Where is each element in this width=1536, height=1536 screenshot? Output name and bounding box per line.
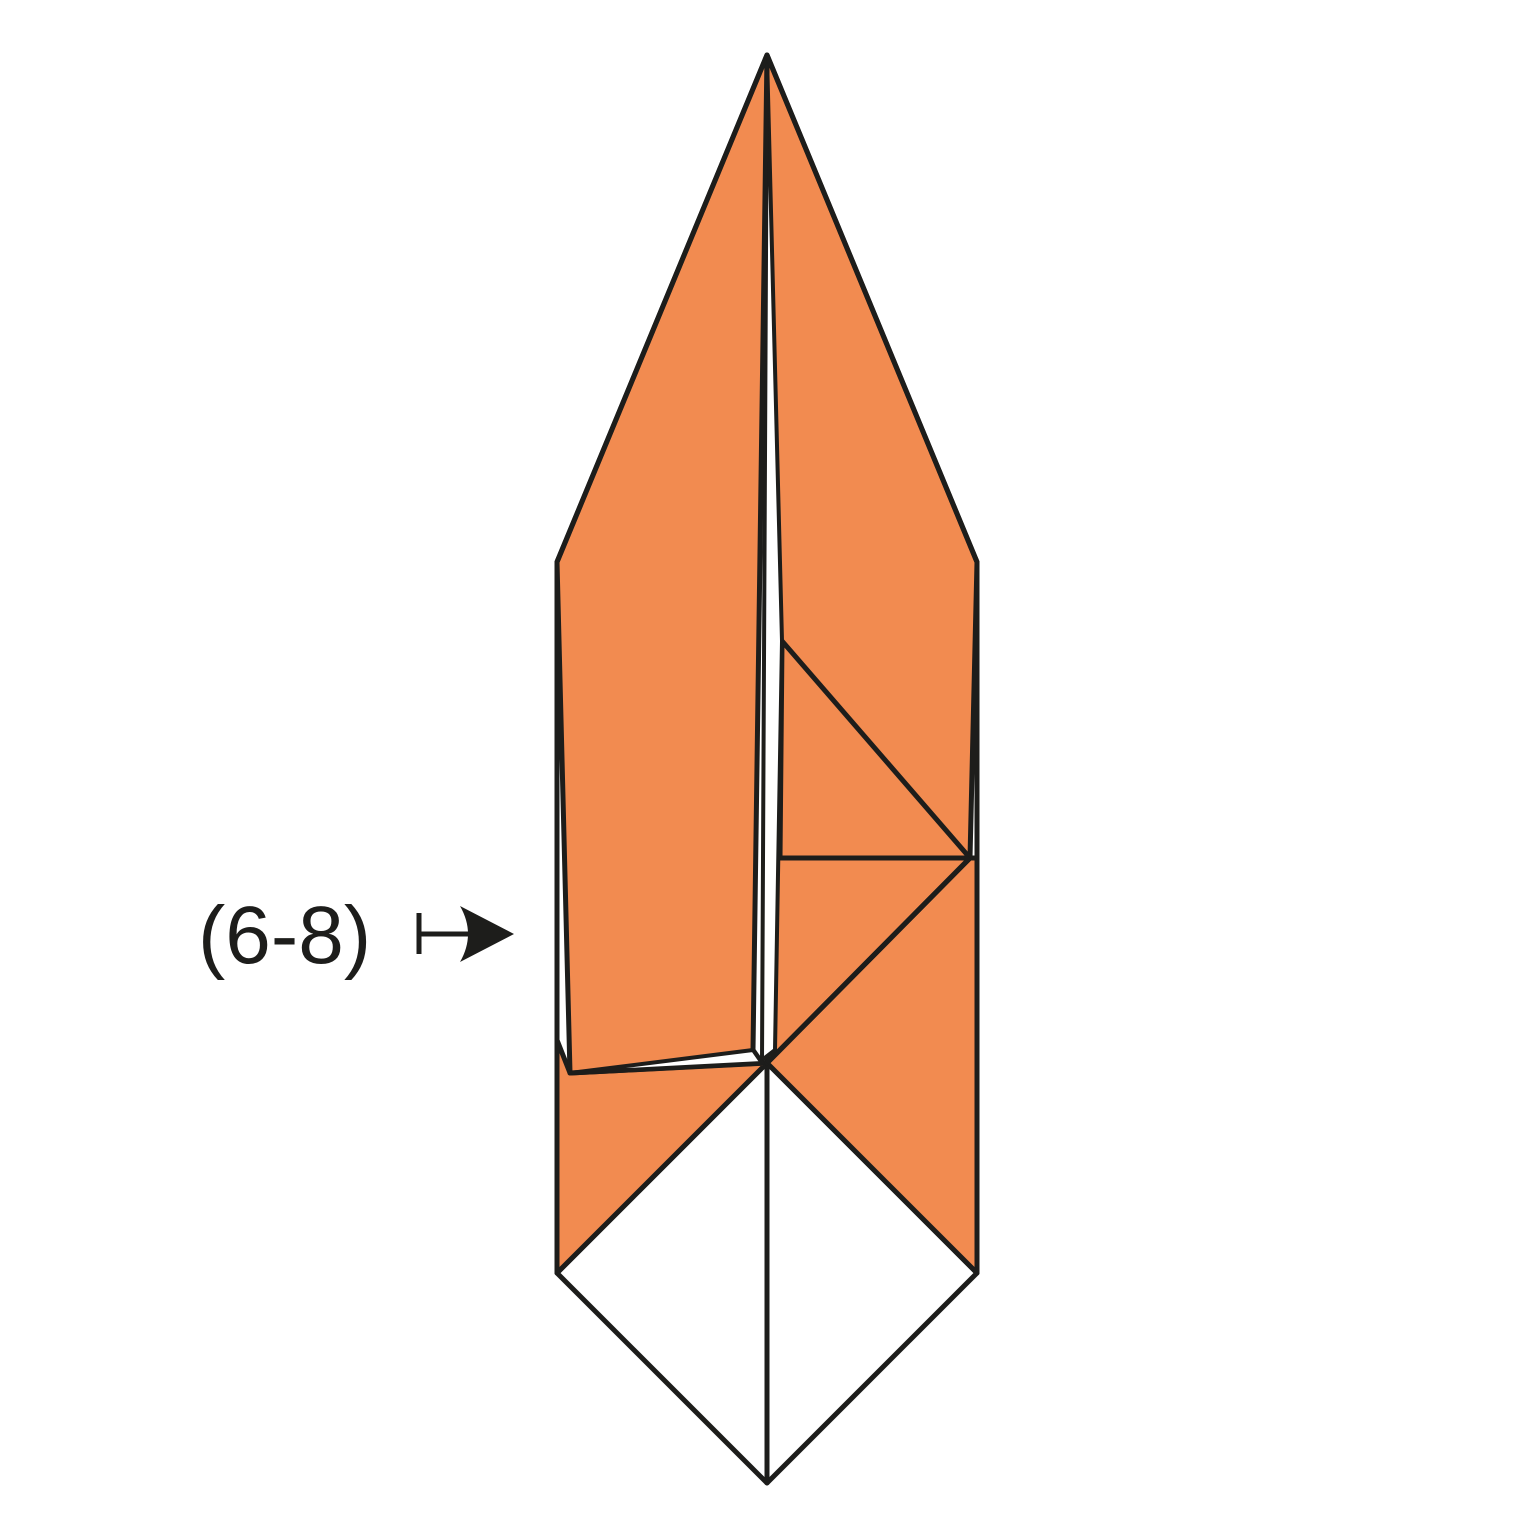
outer-right-edge (764, 54, 980, 1273)
left-flap-edge (568, 1048, 764, 1075)
diagonal-crease (765, 856, 972, 1065)
outer-left-edge (554, 54, 770, 1273)
left-flap (554, 52, 770, 1076)
center-white-sliver (760, 53, 784, 1062)
push-arrow-icon (416, 906, 514, 962)
step-reference-label: (6-8) (198, 890, 371, 981)
